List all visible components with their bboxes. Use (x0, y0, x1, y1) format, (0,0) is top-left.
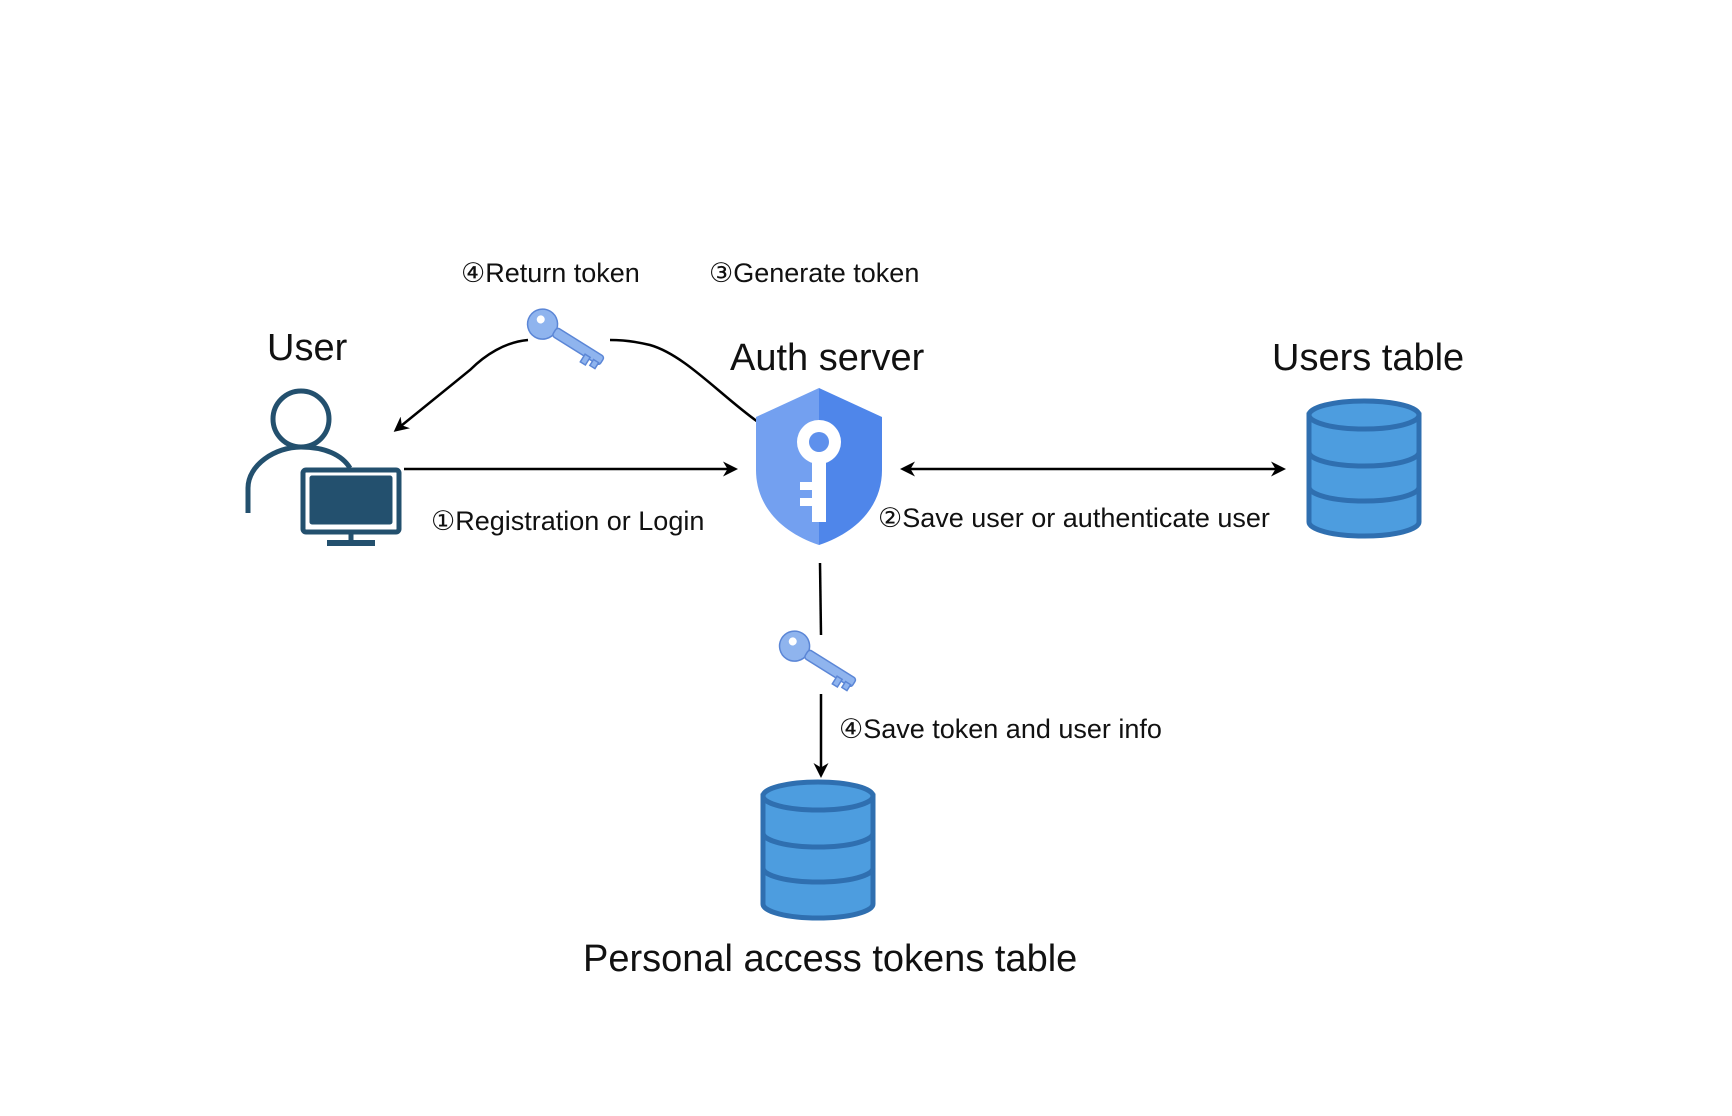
token-key-icon (526, 308, 605, 370)
user-computer-icon (245, 388, 402, 546)
save-user-label: ②Save user or authenticate user (878, 503, 1270, 533)
return-token-label: ④Return token (461, 258, 640, 288)
save-token-label: ④Save token and user info (839, 714, 1162, 744)
tokens-table-database-icon (760, 779, 876, 921)
user-label: User (267, 327, 348, 369)
users-table-database-icon (1306, 398, 1422, 539)
token-key-icon (778, 630, 857, 692)
return-token-arrow-head-segment (393, 338, 529, 432)
return-token-arrow (609, 338, 759, 424)
shield-key-icon (756, 388, 882, 545)
tokens-table-label: Personal access tokens table (583, 938, 1078, 980)
generate-token-label: ③Generate token (709, 258, 920, 288)
save-token-line-top (818, 562, 823, 636)
registration-label: ①Registration or Login (431, 506, 705, 536)
auth-server-label: Auth server (730, 337, 925, 379)
users-table-label: Users table (1272, 337, 1465, 379)
